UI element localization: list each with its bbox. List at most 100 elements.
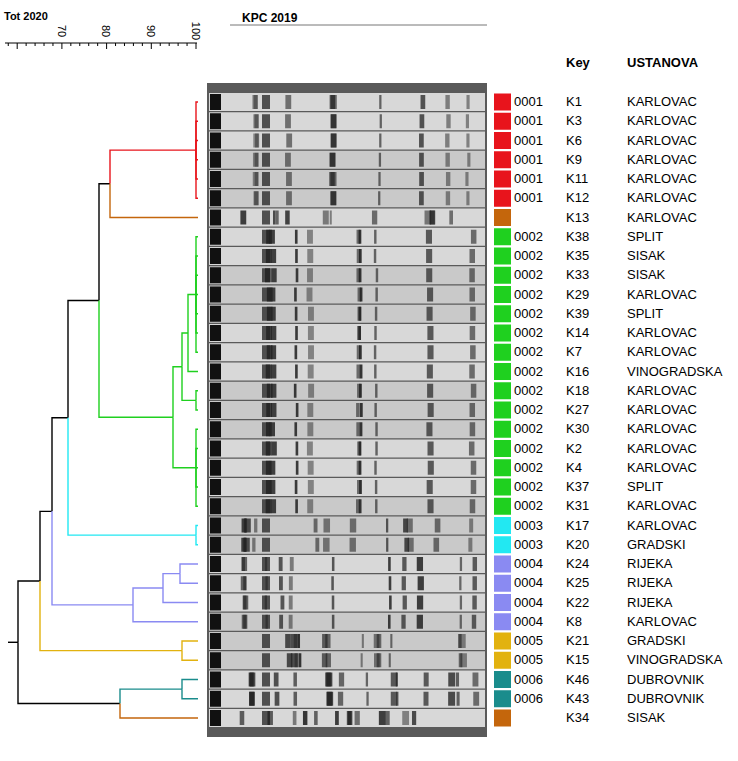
gel-band	[262, 326, 270, 340]
scale-tick	[187, 43, 188, 46]
gel-lane	[209, 266, 485, 284]
gel-band	[471, 230, 477, 244]
gel-band	[307, 230, 313, 244]
gel-band	[330, 153, 335, 167]
cluster-square	[494, 710, 511, 727]
gel-band	[314, 519, 318, 533]
institution-name: KARLOVAC	[627, 518, 697, 534]
lane-ground	[209, 266, 485, 284]
lane-ground	[209, 440, 485, 458]
cluster-square	[494, 286, 511, 303]
gel-band	[294, 422, 297, 436]
cluster-square	[494, 575, 511, 592]
gel-band	[374, 230, 376, 244]
gel-band	[294, 692, 298, 706]
scale-tick	[79, 43, 80, 46]
gel-lane	[209, 286, 485, 304]
cluster-number: 0001	[514, 190, 543, 206]
lane-ground	[209, 690, 485, 708]
lane-well	[210, 364, 221, 380]
dendrogram-branch	[182, 333, 188, 367]
gel-band	[286, 134, 292, 148]
gel-band	[254, 191, 258, 205]
gel-band	[289, 596, 293, 610]
gel-band	[279, 576, 283, 590]
gel-band	[427, 499, 433, 513]
gel-band	[426, 230, 432, 244]
gel-band	[391, 692, 397, 706]
gel-band	[262, 442, 270, 456]
scale-number: 70	[54, 25, 70, 37]
gel-image	[207, 83, 487, 737]
gel-band	[293, 711, 297, 725]
dendrogram-branch	[196, 121, 198, 150]
gel-lane	[209, 613, 485, 631]
gel-band	[359, 480, 362, 494]
gel-band	[359, 230, 362, 244]
gel-band	[323, 538, 330, 552]
isolate-key: K8	[566, 614, 582, 630]
gel-band	[418, 576, 424, 590]
gel-band	[330, 211, 332, 225]
gel-band	[408, 538, 414, 552]
lane-well	[210, 94, 221, 110]
lane-well	[210, 556, 221, 572]
lane-ground	[209, 497, 485, 515]
gel-band	[359, 268, 362, 282]
gel-band	[308, 480, 314, 494]
gel-band	[460, 653, 467, 667]
gel-band	[421, 95, 426, 109]
lane-ground	[209, 382, 485, 400]
isolate-key: K4	[566, 460, 582, 476]
gel-band	[262, 365, 270, 379]
gel-band	[356, 365, 360, 379]
gel-band	[359, 461, 362, 475]
gel-lane	[209, 401, 485, 419]
gel-band	[379, 134, 381, 148]
gel-band	[366, 673, 368, 687]
gel-band	[448, 673, 455, 687]
cluster-square	[494, 517, 511, 534]
gel-band	[262, 211, 270, 225]
gel-band	[271, 403, 277, 417]
gel-band	[372, 211, 377, 225]
gel-band	[285, 211, 290, 225]
lane-well	[210, 498, 221, 514]
gel-band	[359, 307, 362, 321]
isolate-key: K29	[566, 287, 589, 303]
gel-band	[430, 211, 435, 225]
gel-band	[360, 422, 363, 436]
lane-well	[210, 383, 221, 399]
gel-band	[253, 114, 258, 128]
gel-band	[323, 519, 330, 533]
isolate-key: K31	[566, 498, 589, 514]
gel-band	[466, 191, 469, 205]
lane-well	[210, 479, 221, 495]
gel-band	[388, 557, 391, 571]
gel-band	[472, 596, 476, 610]
cluster-number: 0005	[514, 652, 543, 668]
gel-band	[242, 615, 248, 629]
lane-ground	[209, 170, 485, 188]
gel-band	[296, 461, 299, 475]
isolate-key: K7	[566, 344, 582, 360]
gel-band	[286, 191, 292, 205]
isolate-key: K38	[566, 229, 589, 245]
gel-band	[262, 576, 270, 590]
cluster-number: 0002	[514, 460, 543, 476]
gel-band	[471, 461, 477, 475]
dendrogram-branch	[196, 295, 198, 353]
gel-lane	[209, 478, 485, 496]
cluster-number: 0001	[514, 113, 543, 129]
gel-band	[412, 711, 416, 725]
cluster-square	[494, 652, 511, 669]
gel-lane	[209, 690, 485, 708]
gel-band	[350, 519, 356, 533]
gel-band	[388, 615, 391, 629]
gel-band	[331, 134, 336, 148]
dendrogram-branch	[133, 588, 163, 605]
lane-well	[210, 325, 221, 341]
lane-ground	[209, 574, 485, 592]
dendrogram-branch	[163, 588, 198, 602]
institution-name: KARLOVAC	[627, 402, 697, 418]
